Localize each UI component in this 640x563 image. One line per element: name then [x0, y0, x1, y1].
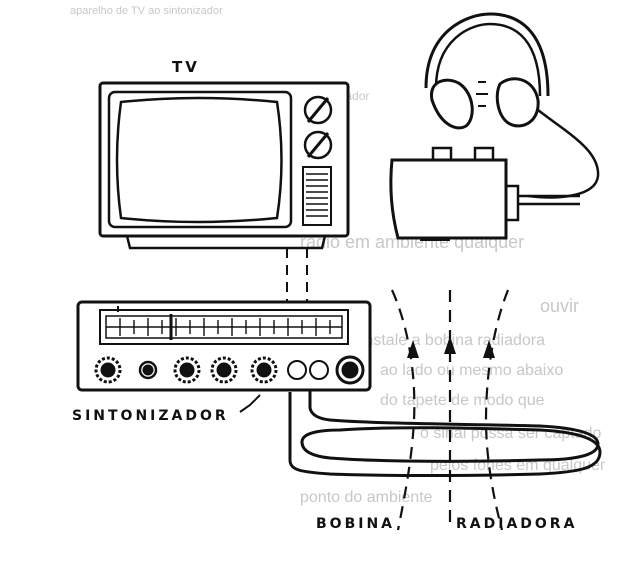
tv-knob-lower — [303, 130, 333, 160]
tuner-knob-4 — [250, 356, 278, 384]
tv-knob-lower-mark — [306, 132, 330, 158]
ghost-line-10: ponto do ambiente — [300, 489, 433, 506]
ghost-line-6: ao lado ou mesmo abaixo — [380, 362, 563, 379]
field-arrow-left — [407, 340, 419, 358]
receiver-jack — [504, 184, 520, 222]
tv-tuner-cables — [286, 248, 308, 302]
radiating-label: RADIADORA — [456, 516, 577, 532]
tv-screen-bezel — [107, 90, 293, 229]
tuner-jack-2 — [309, 360, 329, 380]
field-arrow-center — [444, 336, 456, 354]
tuner-knob-2 — [173, 356, 201, 384]
tv-base — [125, 235, 327, 250]
coil-winding — [288, 390, 602, 477]
tv-grille-slats — [306, 173, 328, 217]
ghost-line-7: do tapete de modo que — [380, 392, 545, 409]
tuner-jack-1 — [287, 360, 307, 380]
tv-cabinet — [98, 81, 350, 238]
ghost-line-4: ouvir — [540, 296, 579, 316]
tuner-output-jack — [335, 355, 365, 385]
headphones — [424, 12, 600, 199]
field-line-right — [484, 289, 510, 531]
tuner-knob-1 — [94, 356, 122, 384]
tuner — [76, 300, 372, 392]
tuner-label-leader — [239, 394, 261, 413]
tuner-button-small — [138, 360, 158, 380]
sound-marks — [476, 81, 488, 107]
field-arrows — [407, 336, 495, 358]
tuner-dial-window — [99, 309, 349, 345]
coil-label: BOBINA — [316, 516, 395, 532]
tuner-knob-3 — [210, 356, 238, 384]
tv-speaker-grille — [302, 166, 332, 226]
receiver-box-body — [389, 158, 508, 240]
headphone-cable — [527, 109, 600, 199]
receiver-box — [389, 146, 580, 241]
tv-screen — [115, 96, 283, 224]
tv-knob-upper-mark — [306, 97, 330, 123]
field-lines — [390, 289, 510, 531]
tuner-dial-ticks — [119, 318, 331, 336]
receiver-knob-right — [473, 146, 495, 162]
radiating-coil — [288, 390, 602, 477]
tv-knob-upper — [303, 95, 333, 125]
ghost-line-1: aparelho de TV ao sintonizador — [70, 5, 223, 17]
field-arrow-right — [483, 340, 495, 358]
tv-label: TV — [172, 58, 200, 76]
headband-outer — [424, 12, 550, 97]
receiver-knob-left — [431, 146, 453, 162]
left-earcup — [430, 78, 474, 130]
tuner-label: SINTONIZADOR — [72, 408, 229, 424]
right-earcup — [495, 77, 540, 128]
headband-inner — [434, 22, 542, 97]
tv-set — [98, 81, 350, 250]
